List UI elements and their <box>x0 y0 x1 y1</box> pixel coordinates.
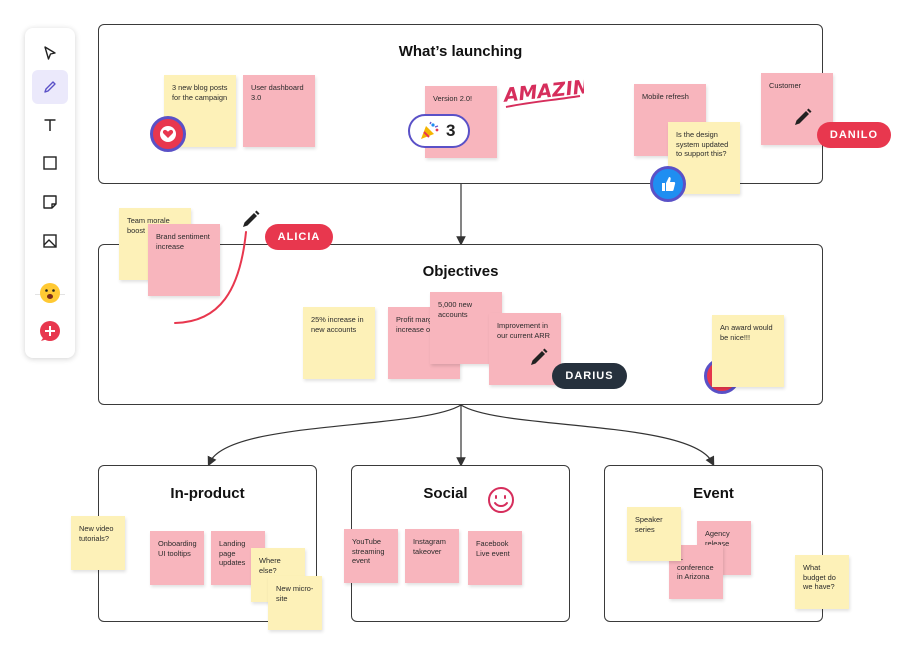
frame-title: What’s launching <box>398 43 523 60</box>
reaction-count: 3 <box>446 121 456 140</box>
collaborator-badge-danilo: DANILO <box>817 122 891 148</box>
thumbs-up-reaction[interactable] <box>650 166 686 202</box>
pen-cursor-icon <box>531 348 548 365</box>
pen-cursor-icon <box>243 210 260 227</box>
sticky-note[interactable]: Onboarding UI tooltips <box>150 531 204 585</box>
collaborator-badge-alicia: ALICIA <box>265 224 333 250</box>
sticky-note-icon <box>43 195 57 209</box>
sticky-note[interactable]: An award would be nice!!! <box>712 315 784 387</box>
sticky-note[interactable]: New micro-site <box>268 576 322 630</box>
collaborator-badge-darius: DARIUS <box>552 363 627 389</box>
pen-cursor-icon <box>795 108 812 125</box>
reaction-counter[interactable]: 3 <box>408 114 470 148</box>
heart-reaction[interactable] <box>150 116 186 152</box>
sticky-note[interactable]: Instagram takeover <box>405 529 459 583</box>
toolbar <box>25 28 75 358</box>
sticky-note[interactable]: Speaker series <box>627 507 681 561</box>
thumbs-up-icon <box>662 177 676 191</box>
cursor-tool-button[interactable] <box>32 36 68 70</box>
pen-icon <box>44 81 56 93</box>
add-tool-button[interactable] <box>32 314 68 348</box>
frame-title: Event <box>693 485 734 502</box>
add-icon <box>40 321 60 341</box>
sticky-note-tool-button[interactable] <box>32 185 68 219</box>
pen-tool-button[interactable] <box>32 70 68 104</box>
smiley-icon <box>488 487 514 513</box>
frame-title: Social <box>423 485 468 502</box>
sticky-note[interactable]: User dashboard 3.0 <box>243 75 315 147</box>
party-popper-icon <box>421 121 439 139</box>
cursor-icon <box>44 46 56 60</box>
sticky-note[interactable]: YouTube streaming event <box>344 529 398 583</box>
sticky-note[interactable]: Brand sentiment increase <box>148 224 220 296</box>
rectangle-icon <box>43 156 57 170</box>
rectangle-tool-button[interactable] <box>32 146 68 180</box>
amazing-scribble: AMAZING <box>501 74 584 108</box>
sticky-note[interactable]: Improvement in our current ARR <box>489 313 561 385</box>
emoji-icon <box>40 283 60 303</box>
sticky-note[interactable]: Facebook Live event <box>468 531 522 585</box>
image-tool-button[interactable] <box>32 224 68 258</box>
sticky-note[interactable]: What budget do we have? <box>795 555 849 609</box>
emoji-tool-button[interactable] <box>32 276 68 310</box>
frame-title: In-product <box>170 485 245 502</box>
heart-icon <box>160 126 176 142</box>
text-icon <box>44 119 56 131</box>
sticky-note[interactable]: New video tutorials? <box>71 516 125 570</box>
sticky-note[interactable]: 25% increase in new accounts <box>303 307 375 379</box>
text-tool-button[interactable] <box>32 108 68 142</box>
frame-title: Objectives <box>422 263 499 280</box>
image-icon <box>43 234 57 248</box>
